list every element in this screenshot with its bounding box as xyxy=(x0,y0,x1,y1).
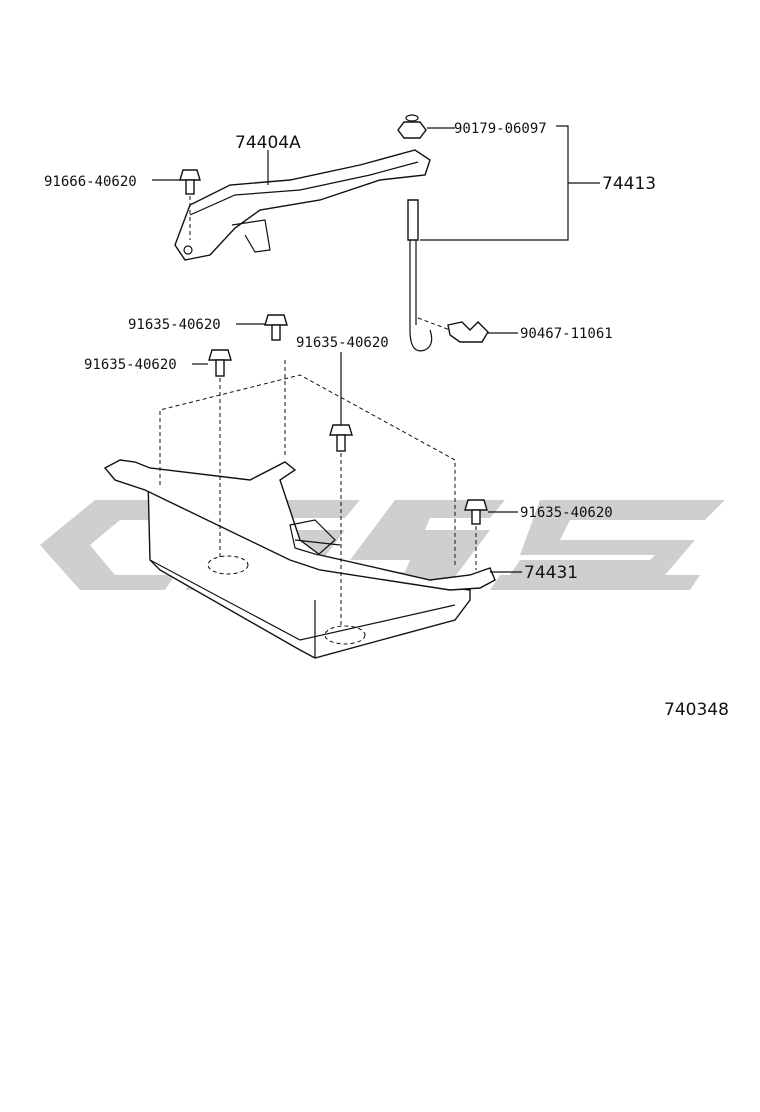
label-bracket-bolt: 91666-40620 xyxy=(44,174,137,190)
leader-lines xyxy=(152,125,600,573)
upper-bracket xyxy=(174,149,431,261)
bolt-d xyxy=(464,499,488,570)
battery-tray xyxy=(103,360,496,659)
flange-nut xyxy=(397,114,427,139)
bolt-b xyxy=(208,349,232,560)
label-nut: 90179-06097 xyxy=(454,121,547,137)
label-bolt-a: 91635-40620 xyxy=(128,317,221,333)
bolt-a xyxy=(264,314,288,341)
label-bolt-d: 91635-40620 xyxy=(520,505,613,521)
label-bolt-b: 91635-40620 xyxy=(84,357,177,373)
label-clamp-assy: 74413 xyxy=(602,174,656,194)
bolt-c xyxy=(329,424,353,625)
label-tray: 74431 xyxy=(524,563,578,583)
label-bolt-c: 91635-40620 xyxy=(296,335,389,351)
clamp-part xyxy=(417,317,489,343)
label-bracket: 74404A xyxy=(235,133,301,153)
label-diagram-code: 740348 xyxy=(664,700,729,720)
label-clamp: 90467-11061 xyxy=(520,326,613,342)
bolt-bracket xyxy=(179,169,201,240)
hold-down-rod xyxy=(407,199,433,352)
